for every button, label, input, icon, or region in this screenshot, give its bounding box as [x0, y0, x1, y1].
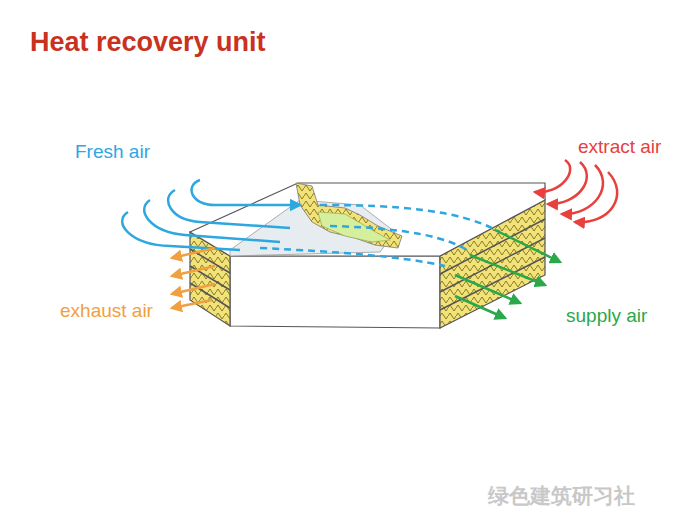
- cutaway-core: [296, 183, 402, 248]
- cutaway-layer: [318, 212, 390, 242]
- front-face: [230, 256, 440, 328]
- fresh-air-label: Fresh air: [75, 142, 150, 163]
- top-face: [190, 183, 545, 256]
- exhaust-air-label: exhaust air: [60, 301, 153, 322]
- extract-air-label: extract air: [578, 137, 661, 158]
- supply-air-arrows: [455, 230, 560, 318]
- exhaust-air-arrows: [172, 248, 215, 308]
- extract-air-arrows: [535, 160, 617, 222]
- watermark: 绿色建筑研习社: [488, 484, 635, 507]
- supply-air-label: supply air: [566, 306, 647, 327]
- fresh-air-arrows: [122, 180, 300, 250]
- title: Heat recovery unit: [30, 28, 266, 58]
